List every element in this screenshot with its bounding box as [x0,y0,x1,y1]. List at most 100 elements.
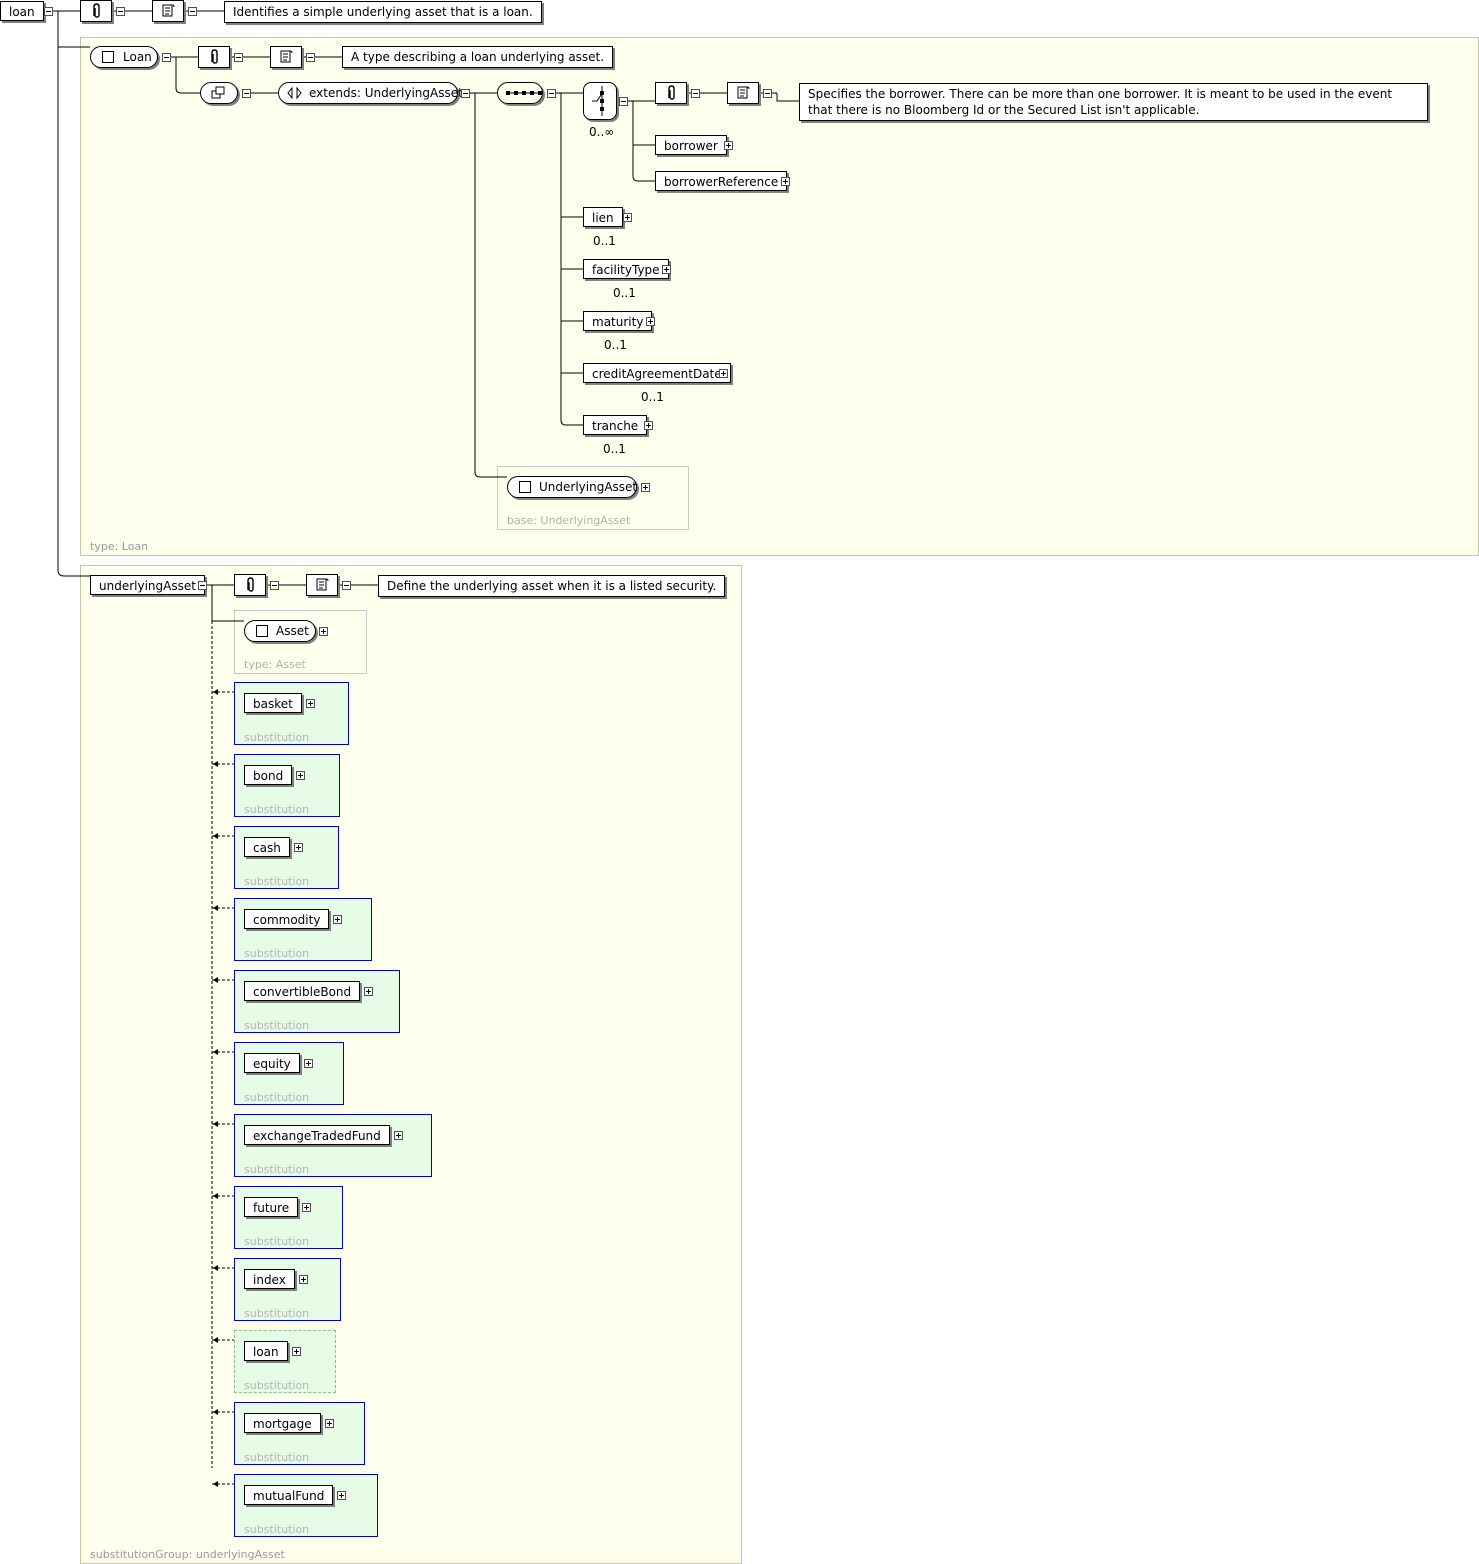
collapse-toggle[interactable] [306,53,315,62]
element-index[interactable]: index [244,1269,295,1289]
type-underlying-asset[interactable]: UnderlyingAsset [507,476,637,498]
collapse-toggle[interactable] [763,89,772,98]
expand-toggle[interactable] [623,213,632,222]
substitution-label: substitution [244,1379,310,1392]
expand-toggle[interactable] [299,1275,308,1284]
annotation-icon [198,46,230,68]
element-loan[interactable]: loan [244,1341,288,1361]
substitution-arrow [213,689,218,695]
substitution-label: substitution [244,1235,310,1248]
collapse-toggle[interactable] [461,89,470,98]
element-borrower[interactable]: borrower [655,135,727,155]
substitution-label: substitution [244,731,310,744]
expand-toggle[interactable] [325,1419,334,1428]
expand-toggle[interactable] [364,987,373,996]
annotation-icon [655,82,687,104]
element-maturity[interactable]: maturity [583,311,653,331]
annotation-icon [80,0,112,22]
collapse-toggle[interactable] [270,581,279,590]
substitution-label: substitution [244,1523,310,1536]
documentation-icon [727,82,759,104]
element-equity[interactable]: equity [244,1053,300,1073]
element-commodity[interactable]: commodity [244,909,330,929]
element-credit-agreement-date[interactable]: creditAgreementDate [583,363,731,383]
collapse-toggle[interactable] [116,7,125,16]
substitution-arrow [213,905,218,911]
element-mutualFund[interactable]: mutualFund [244,1485,334,1505]
substitution-card-loan: loan substitution [234,1330,336,1393]
expand-toggle[interactable] [719,369,728,378]
expand-toggle[interactable] [304,1059,313,1068]
element-loan[interactable]: loan [0,1,44,21]
element-tranche[interactable]: tranche [583,415,648,435]
collapse-toggle[interactable] [547,89,556,98]
element-convertibleBond[interactable]: convertibleBond [244,981,361,1001]
base-type-box [497,466,689,530]
substitution-arrow [213,977,218,983]
element-borrower-reference[interactable]: borrowerReference [655,171,788,191]
element-future[interactable]: future [244,1197,299,1217]
type-asset[interactable]: Asset [244,620,316,642]
expand-toggle[interactable] [302,1203,311,1212]
base-type-label: base: UnderlyingAsset [507,514,631,527]
substitution-arrow [213,1265,218,1271]
annotation-icon [234,574,266,596]
expand-toggle[interactable] [644,421,653,430]
substitution-card-index: index substitution [234,1258,341,1321]
collapse-toggle[interactable] [234,53,243,62]
substitution-label: substitution [244,1091,310,1104]
element-cash[interactable]: cash [244,837,290,857]
collapse-toggle[interactable] [188,7,197,16]
expand-toggle[interactable] [781,177,790,186]
collapse-toggle[interactable] [242,89,251,98]
collapse-toggle[interactable] [619,97,628,106]
expand-toggle[interactable] [394,1131,403,1140]
root-documentation: Identifies a simple underlying asset tha… [224,1,542,23]
collapse-toggle[interactable] [162,53,171,62]
expand-toggle[interactable] [319,627,328,636]
choice-compositor[interactable] [583,82,617,120]
type-loan-region [80,37,1479,556]
substitution-arrow [213,1049,218,1055]
type-loan[interactable]: Loan [90,46,158,68]
collapse-toggle[interactable] [44,7,53,16]
substitution-label: substitution [244,1451,310,1464]
element-basket[interactable]: basket [244,693,302,713]
substitution-card-future: future substitution [234,1186,343,1249]
collapse-toggle[interactable] [691,89,700,98]
substitution-arrow [213,761,218,767]
element-lien[interactable]: lien [583,207,623,227]
expand-toggle[interactable] [296,771,305,780]
expand-toggle[interactable] [641,483,650,492]
element-facility-type[interactable]: facilityType [583,259,669,279]
loan-type-documentation: A type describing a loan underlying asse… [342,46,614,68]
expand-toggle[interactable] [306,699,315,708]
expand-toggle[interactable] [294,843,303,852]
expand-toggle[interactable] [337,1491,346,1500]
complex-type-icon [102,51,114,63]
asset-type-label: type: Asset [244,658,306,671]
element-exchangeTradedFund[interactable]: exchangeTradedFund [244,1125,390,1145]
expand-toggle[interactable] [646,317,655,326]
expand-toggle[interactable] [724,141,733,150]
element-bond[interactable]: bond [244,765,293,785]
element-mortgage[interactable]: mortgage [244,1413,321,1433]
expand-toggle[interactable] [292,1347,301,1356]
substitution-card-mutualFund: mutualFund substitution [234,1474,378,1537]
lien-cardinality: 0..1 [593,234,616,248]
expand-toggle[interactable] [662,265,671,274]
complex-type-icon [519,481,531,493]
collapse-toggle[interactable] [198,581,207,590]
substitution-arrow [213,1121,218,1127]
substitution-label: substitution [244,1307,310,1320]
sequence-compositor[interactable] [497,82,543,104]
extends-underlying-asset[interactable]: extends: UnderlyingAsset [278,82,463,104]
collapse-toggle[interactable] [342,581,351,590]
element-underlying-asset[interactable]: underlyingAsset [90,575,205,595]
choice-icon [592,86,604,116]
expand-toggle[interactable] [333,915,342,924]
